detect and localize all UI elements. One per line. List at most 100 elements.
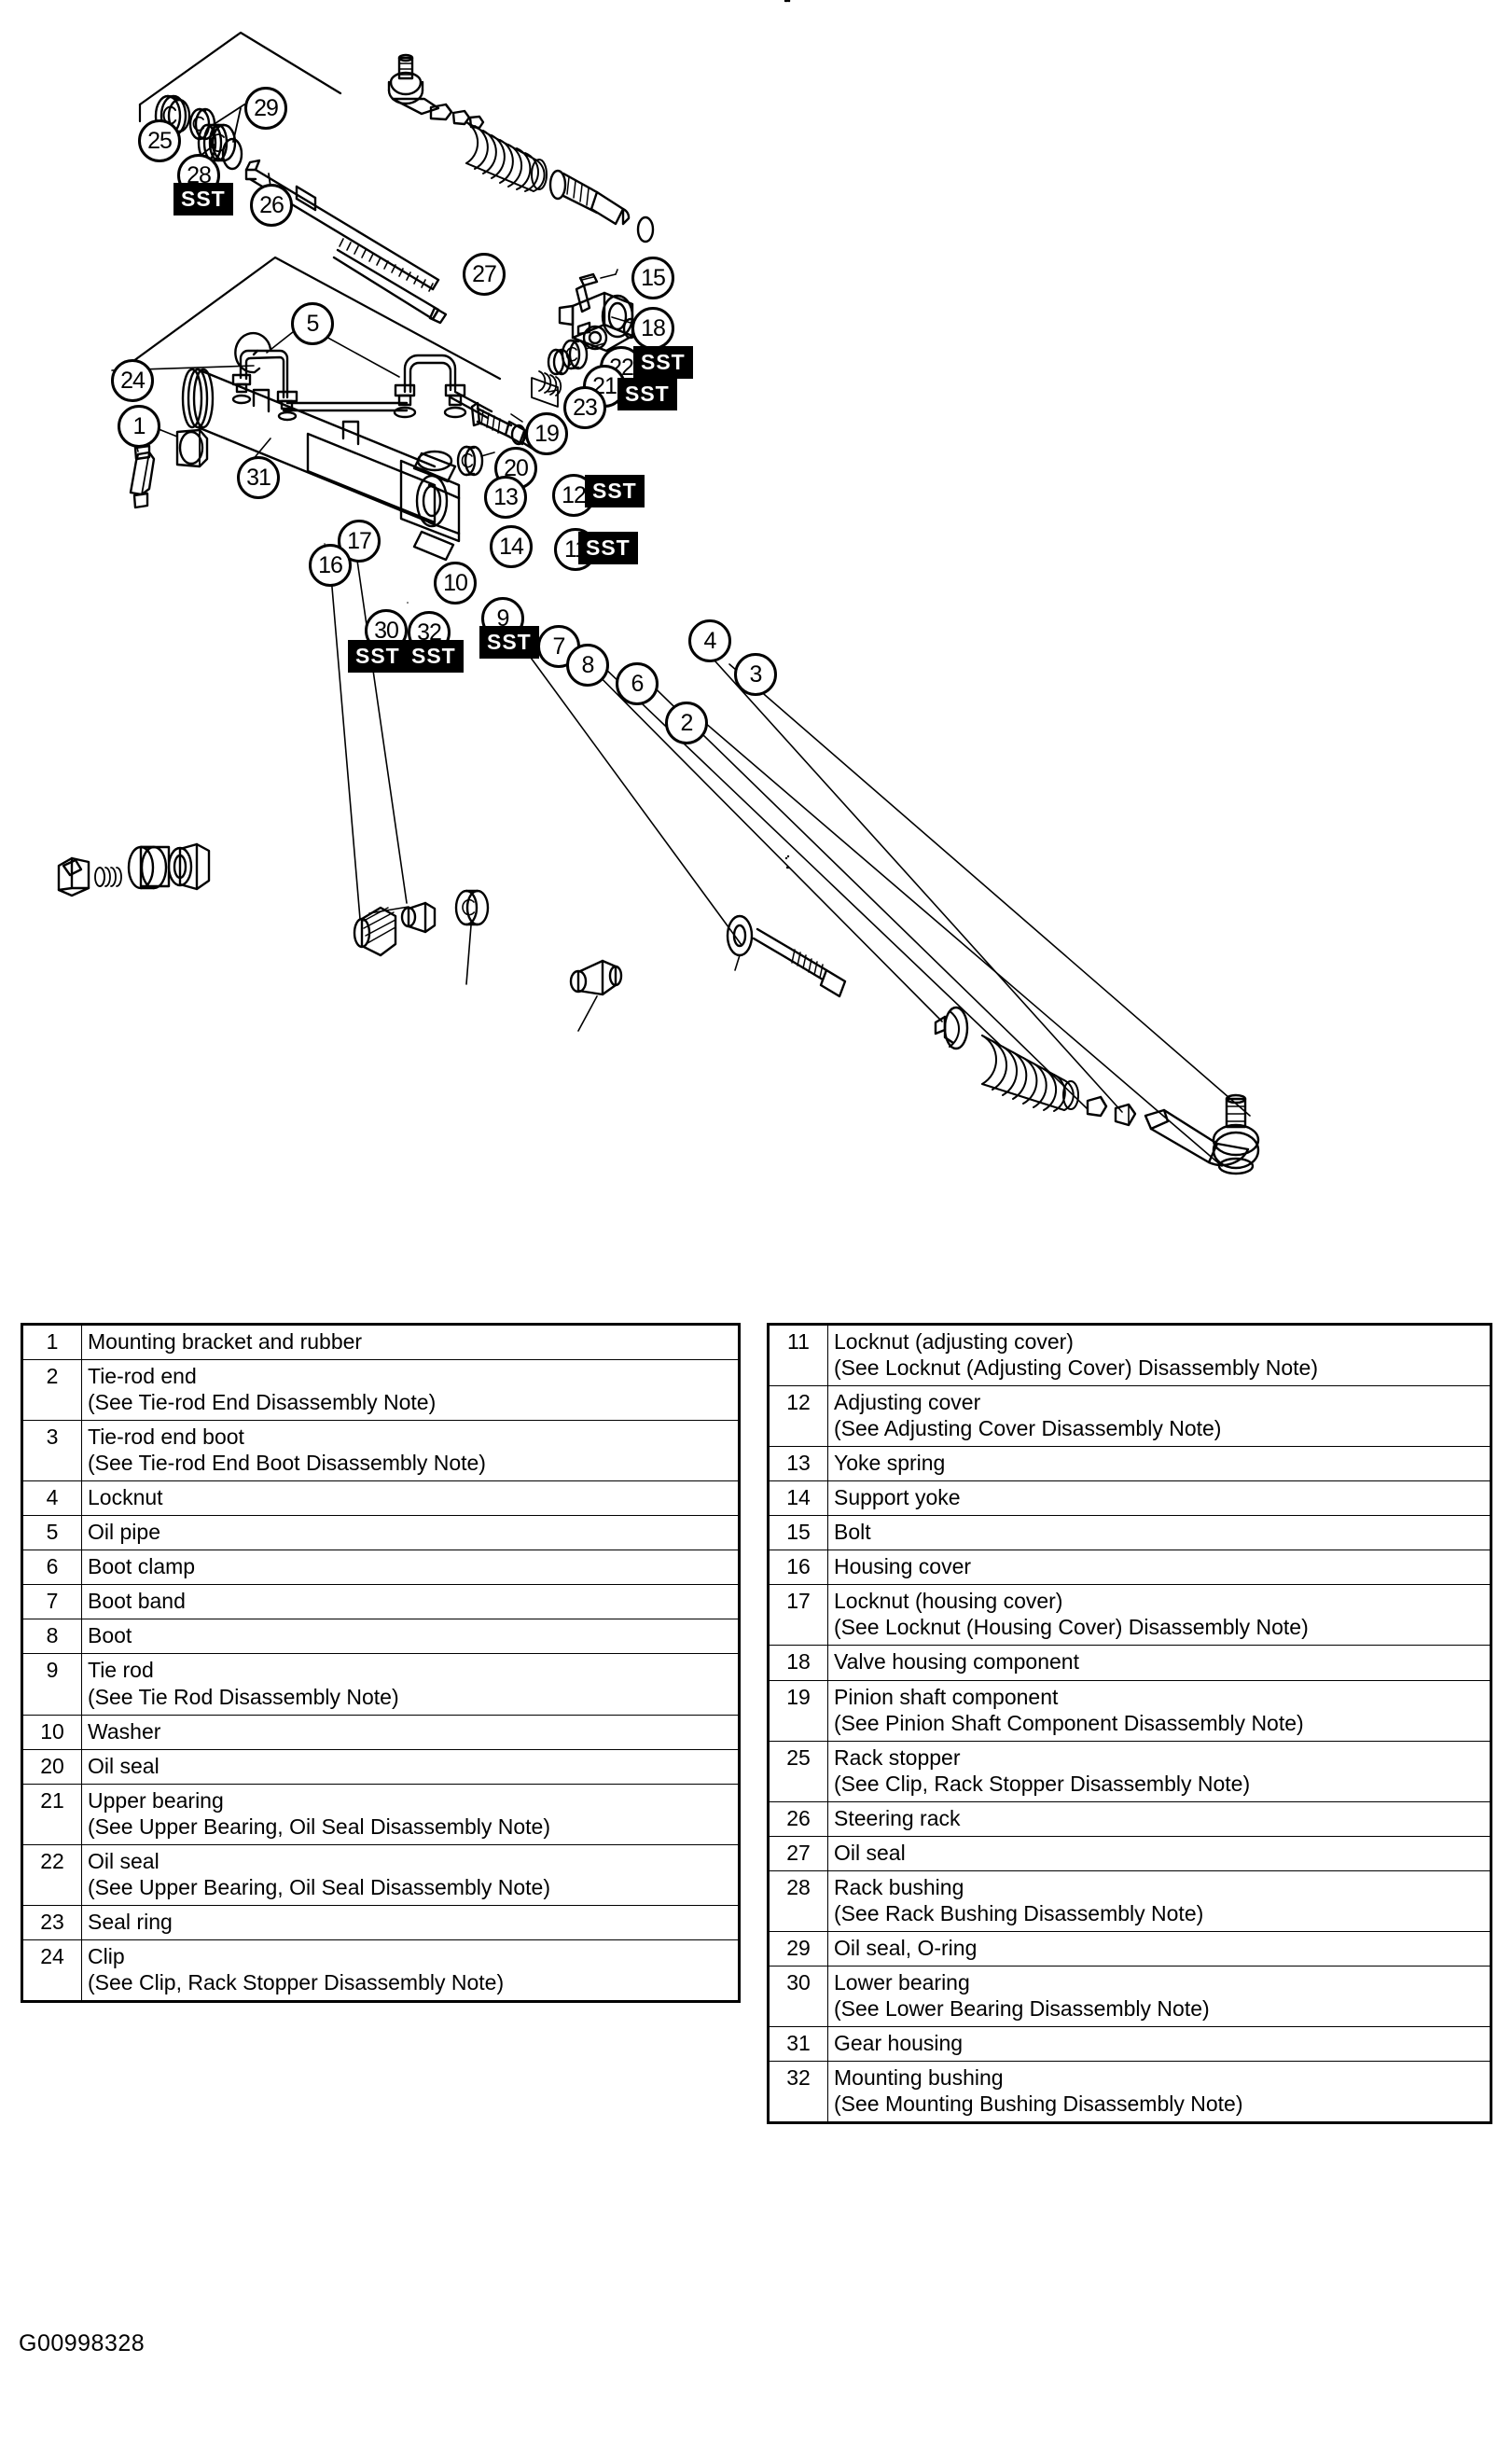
part-number: 4	[21, 1480, 82, 1517]
part-name: Washer	[88, 1718, 161, 1744]
callout-2: 2	[665, 702, 708, 744]
part-note: (See Tie-rod End Disassembly Note)	[88, 1390, 437, 1415]
callout-5: 5	[291, 302, 334, 345]
part-number: 30	[768, 1965, 828, 2028]
part-number: 28	[768, 1869, 828, 1932]
callout-13: 13	[484, 476, 527, 519]
part-description: Mounting bushing(See Mounting Bushing Di…	[827, 2061, 1491, 2124]
part-name: Bolt	[834, 1520, 871, 1545]
part-number: 10	[21, 1714, 82, 1750]
part-description: Oil seal(See Upper Bearing, Oil Seal Dis…	[81, 1843, 740, 1906]
part-note: (See Locknut (Housing Cover) Disassembly…	[834, 1615, 1309, 1640]
part-name: Seal ring	[88, 1909, 173, 1934]
sst-badge: SST	[578, 532, 638, 564]
part-description: Tie-rod end boot(See Tie-rod End Boot Di…	[81, 1420, 740, 1482]
part-description: Oil seal	[81, 1748, 740, 1785]
part-number: 5	[21, 1515, 82, 1551]
callout-31: 31	[237, 456, 280, 499]
part-number: 24	[21, 1939, 82, 2002]
callout-18: 18	[631, 307, 674, 350]
callout-3: 3	[734, 653, 777, 696]
sst-badge: SST	[348, 640, 408, 673]
callout-25: 25	[138, 119, 181, 162]
part-number: 29	[768, 1930, 828, 1967]
callout-8: 8	[566, 644, 609, 687]
part-description: Valve housing component	[827, 1645, 1491, 1681]
callout-1: 1	[118, 405, 160, 448]
part-name: Mounting bushing	[834, 2065, 1004, 2091]
part-name: Oil seal	[88, 1848, 160, 1873]
part-description: Locknut (adjusting cover)(See Locknut (A…	[827, 1323, 1491, 1387]
part-number: 25	[768, 1740, 828, 1802]
part-name: Boot	[88, 1623, 132, 1648]
part-name: Locknut (housing cover)	[834, 1589, 1063, 1614]
part-description: Steering rack	[827, 1800, 1491, 1837]
part-number: 19	[768, 1679, 828, 1742]
part-description: Boot	[81, 1619, 740, 1655]
part-number: 1	[21, 1323, 82, 1361]
part-name: Valve housing component	[834, 1649, 1079, 1675]
part-name: Pinion shaft component	[834, 1684, 1059, 1709]
part-number: 20	[21, 1748, 82, 1785]
part-number: 31	[768, 2026, 828, 2063]
part-number: 8	[21, 1619, 82, 1655]
sst-badge: SST	[404, 640, 464, 673]
part-number: 6	[21, 1550, 82, 1586]
part-name: Steering rack	[834, 1805, 961, 1830]
part-name: Boot clamp	[88, 1554, 196, 1579]
callout-10: 10	[434, 562, 477, 605]
part-number: 21	[21, 1783, 82, 1845]
callout-15: 15	[631, 257, 674, 299]
part-name: Tie-rod end boot	[88, 1425, 244, 1450]
part-name: Housing cover	[834, 1554, 972, 1579]
part-name: Locknut (adjusting cover)	[834, 1329, 1074, 1354]
callout-24: 24	[111, 359, 154, 402]
part-note: (See Clip, Rack Stopper Disassembly Note…	[834, 1771, 1251, 1796]
part-name: Rack stopper	[834, 1744, 961, 1770]
part-description: Locknut (housing cover)(See Locknut (Hou…	[827, 1584, 1491, 1647]
part-number: 22	[21, 1843, 82, 1906]
part-number: 11	[768, 1323, 828, 1387]
callout-14: 14	[490, 525, 533, 568]
part-number: 27	[768, 1835, 828, 1871]
part-note: (See Upper Bearing, Oil Seal Disassembly…	[88, 1874, 550, 1899]
part-name: Adjusting cover	[834, 1390, 981, 1415]
part-number: 17	[768, 1584, 828, 1647]
part-description: Gear housing	[827, 2026, 1491, 2063]
callout-23: 23	[563, 386, 606, 429]
part-name: Boot band	[88, 1589, 186, 1614]
sst-badge: SST	[173, 183, 233, 215]
part-number: 3	[21, 1420, 82, 1482]
part-note: (See Tie-rod End Boot Disassembly Note)	[88, 1451, 486, 1476]
part-number: 9	[21, 1653, 82, 1716]
part-name: Rack bushing	[834, 1874, 964, 1899]
part-note: (See Pinion Shaft Component Disassembly …	[834, 1710, 1304, 1735]
part-name: Oil seal, O-ring	[834, 1935, 978, 1960]
part-note: (See Upper Bearing, Oil Seal Disassembly…	[88, 1814, 550, 1839]
part-note: (See Lower Bearing Disassembly Note)	[834, 1995, 1210, 2021]
part-note: (See Tie Rod Disassembly Note)	[88, 1684, 399, 1709]
part-number: 15	[768, 1515, 828, 1551]
sst-badge: SST	[585, 475, 645, 507]
part-number: 32	[768, 2061, 828, 2124]
part-name: Lower bearing	[834, 1969, 970, 1994]
